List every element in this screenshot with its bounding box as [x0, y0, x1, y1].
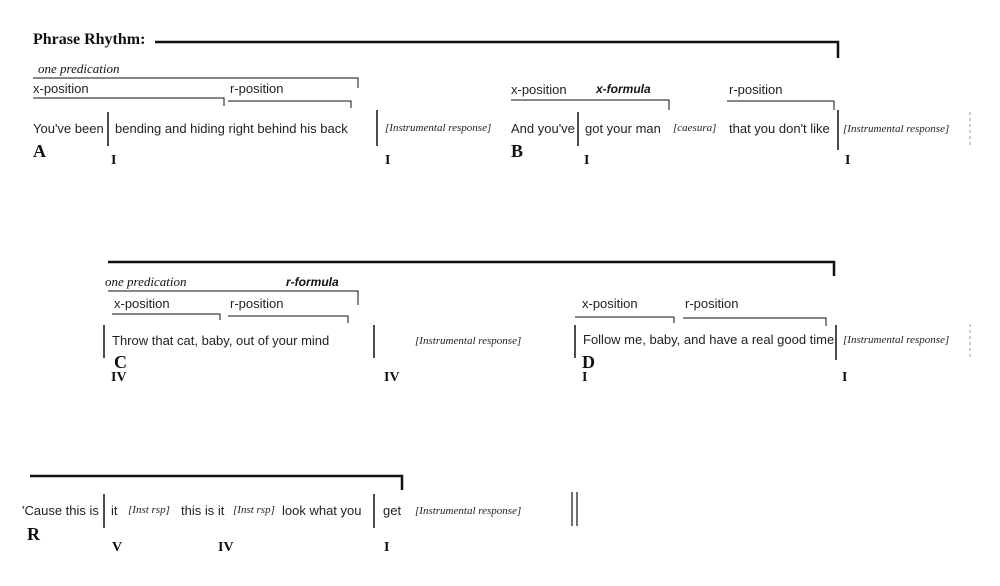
harmony-label: I: [385, 153, 391, 168]
lyric: Throw that cat, baby, out of your mind: [112, 333, 330, 348]
r-position-bracket-a: [228, 100, 352, 108]
x-position-bracket-a: [33, 97, 225, 106]
phrase-bracket-3: [30, 474, 404, 490]
r-position-label: r-position: [230, 296, 284, 311]
instrumental-response: [Instrumental response]: [415, 335, 522, 347]
x-position-label: x-position: [511, 82, 567, 97]
lyric: that you don't like: [729, 121, 830, 136]
harmony-label: I: [582, 370, 588, 385]
section-label: R: [27, 524, 40, 544]
lyric: You've been: [33, 121, 104, 136]
lyric: look what you: [282, 503, 362, 518]
r-position-bracket-b: [727, 100, 835, 110]
section-label: A: [33, 141, 46, 161]
harmony-label: I: [842, 370, 848, 385]
title: Phrase Rhythm:: [33, 31, 146, 48]
instrumental-response: [Instrumental response]: [843, 123, 950, 135]
harmony-label: I: [584, 153, 590, 168]
r-position-label: r-position: [230, 81, 284, 96]
predication-bracket-c: [108, 290, 359, 305]
x-position-label: x-position: [582, 296, 638, 311]
predication-label: one predication: [38, 61, 120, 76]
x-position-bracket-d: [575, 316, 675, 323]
x-position-label: x-position: [114, 296, 170, 311]
lyric: this is it: [181, 503, 225, 518]
lyric: And you've: [511, 121, 575, 136]
lyric: it: [111, 503, 118, 518]
harmony-label: I: [845, 153, 851, 168]
lyric: get: [383, 503, 402, 518]
r-position-bracket-d: [683, 317, 827, 326]
lyric: Follow me, baby, and have a real good ti…: [583, 332, 835, 347]
x-position-bracket-c: [112, 313, 221, 320]
x-position-label: x-position: [33, 81, 89, 96]
harmony-label: IV: [218, 540, 234, 555]
instrumental-response: [Instrumental response]: [843, 334, 950, 346]
section-label: D: [582, 352, 595, 372]
lyric: got your man: [585, 121, 661, 136]
instrumental-response-short: [Inst rsp]: [128, 504, 170, 516]
section-label: C: [114, 352, 127, 372]
r-formula-label: r-formula: [286, 275, 339, 289]
section-label: B: [511, 141, 524, 161]
predication-bracket-a: [33, 77, 359, 88]
instrumental-response: [Instrumental response]: [415, 505, 522, 517]
r-position-label: r-position: [685, 296, 739, 311]
harmony-label: I: [111, 153, 117, 168]
instrumental-response: [Instrumental response]: [385, 122, 492, 134]
predication-label: one predication: [105, 274, 187, 289]
caesura-label: [caesura]: [673, 122, 717, 134]
x-formula-label: x-formula: [596, 82, 651, 96]
harmony-label: IV: [111, 370, 127, 385]
phrase-bracket-1: [155, 40, 840, 58]
r-position-label: r-position: [729, 82, 783, 97]
instrumental-response-short: [Inst rsp]: [233, 504, 275, 516]
x-position-bracket-b: [511, 99, 670, 110]
phrase-bracket-2: [108, 260, 836, 276]
harmony-label: IV: [384, 370, 400, 385]
lyric: bending and hiding right behind his back: [115, 121, 348, 136]
lyric: 'Cause this is: [22, 503, 99, 518]
r-position-bracket-c: [228, 315, 349, 323]
harmony-label: V: [112, 540, 123, 555]
harmony-label: I: [384, 540, 390, 555]
